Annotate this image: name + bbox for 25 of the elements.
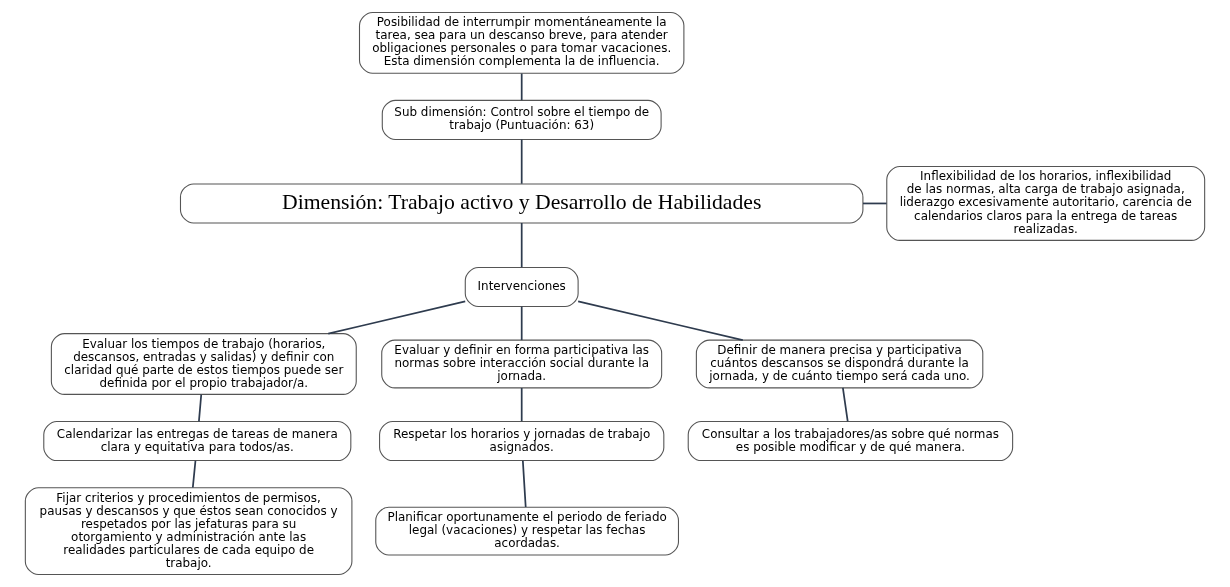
connector bbox=[520, 387, 523, 423]
node-box: Sub dimensión: Control sobre el tiempo de trabajo (Puntuación: 63) bbox=[381, 99, 662, 140]
connector bbox=[198, 393, 203, 423]
node-box: Consultar a los trabajadores/as sobre qué normas es posible modificar y de qué manera. bbox=[687, 420, 1014, 462]
connector bbox=[842, 387, 849, 423]
connector bbox=[522, 459, 527, 508]
node-box: Respetar los horarios y jornadas de trabajo asignados. bbox=[379, 420, 665, 462]
connector bbox=[520, 222, 523, 269]
node-box: Evaluar y definir en forma participativa las normas sobre interacción social durante la jornada. bbox=[381, 339, 663, 389]
node-box: Inflexibilidad de los horarios, inflexibilidad de las normas, alta carga de trabajo asignada, liderazgo excesivamente autoritario, carencia de calendarios claros para la entrega de tareas realizadas. bbox=[886, 166, 1206, 241]
connector bbox=[327, 300, 467, 335]
node-box: Evaluar los tiempos de trabajo (horarios, descansos, entradas y salidas) y definir con claridad qué parte de estos tiempos puede ser definida por el propio trabajador/a. bbox=[50, 333, 357, 395]
node-box: Posibilidad de interrumpir momentáneamente la tarea, sea para un descanso breve, para atender obligaciones personales o para tomar vacaciones. Esta dimensión complementa la de influencia. bbox=[358, 11, 685, 74]
node-box: Fijar criterios y procedimientos de permisos, pausas y descansos y que éstos sean conocidos y respetados por las jefaturas para su otorgamiento y administración ante las realidades particulares de cada equipo de trabajo. bbox=[24, 487, 353, 576]
node-box: Dimensión: Trabajo activo y Desarrollo de Habilidades bbox=[179, 183, 864, 224]
node-box: Definir de manera precisa y participativa cuántos descansos se dispondrá durante la jornada, y de cuánto tiempo será cada uno. bbox=[695, 339, 984, 389]
connector bbox=[520, 138, 523, 185]
node-box: Planificar oportunamente el periodo de feriado legal (vacaciones) y respetar las fechas acordadas. bbox=[375, 506, 679, 556]
node-box: Intervenciones bbox=[464, 266, 579, 308]
connector bbox=[191, 459, 197, 489]
connector bbox=[862, 202, 888, 205]
connector bbox=[520, 305, 523, 341]
node-box: Calendarizar las entregas de tareas de manera clara y equitativa para todos/as. bbox=[43, 420, 352, 462]
connector bbox=[577, 300, 744, 341]
connector bbox=[520, 72, 523, 102]
